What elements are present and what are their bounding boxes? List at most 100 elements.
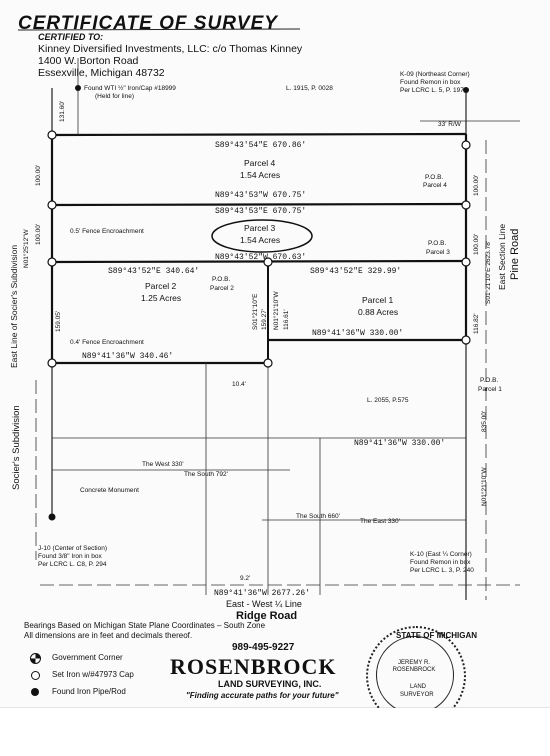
bearing-divider-2: N01°21'10"W	[273, 291, 280, 330]
found-iron-marker	[463, 87, 469, 93]
dimensions-note: All dimensions are in feet and decimals …	[24, 631, 193, 640]
bearing-divider: S01°21'10"E	[252, 293, 259, 330]
bearing-north: S89°43'54"E 670.86'	[215, 141, 307, 150]
company-name: ROSENBROCK	[170, 654, 337, 679]
east-line-socier-label: East Line of Socier's Subdivision	[9, 244, 19, 368]
set-iron-marker	[461, 140, 471, 150]
row-note: 33' R/W	[438, 121, 461, 128]
quarter-line-label: East - West ¼ Line	[226, 599, 302, 609]
set-iron-marker	[47, 200, 57, 210]
concrete-monument-marker	[48, 513, 56, 521]
dim-p3-east: 100.00'	[473, 233, 480, 255]
set-iron-marker	[461, 200, 471, 210]
ridge-road-label: Ridge Road	[236, 610, 298, 622]
parcel1-area: 0.88 Acres	[358, 307, 399, 317]
company-subtitle: LAND SURVEYING, INC.	[218, 679, 322, 689]
company-phone: 989-495-9227	[232, 642, 295, 653]
liber-1915: L. 1915, P. 0028	[286, 85, 333, 92]
north-line	[51, 132, 467, 137]
south660-note: The South 660'	[296, 513, 340, 520]
k10-label: K-10 (East ¼ Corner)	[410, 551, 472, 558]
pob-p3-parcel: Parcel 3	[426, 249, 450, 256]
seal-state: STATE OF MICHIGAN	[396, 631, 478, 640]
dim-131-60: 131.60'	[59, 100, 66, 122]
set-iron-icon	[31, 671, 40, 680]
dim-p2-west: 159.05'	[55, 310, 62, 332]
set-iron-marker	[461, 335, 471, 345]
south792-note: The South 792'	[184, 471, 228, 478]
pob-p4: P.O.B.	[425, 174, 444, 181]
k10-ref: Per LCRC L. 3, P. 240	[410, 567, 474, 574]
bearing-p4-south: N89°43'53"W 670.75'	[215, 191, 307, 200]
set-iron-marker	[47, 358, 57, 368]
dist-104: 10.4'	[232, 381, 246, 388]
fence-note-04: 0.4' Fence Encroachment	[70, 339, 144, 346]
set-iron-marker	[47, 257, 57, 267]
parcel3-name: Parcel 3	[244, 223, 276, 233]
dim-p3-west: 100.00'	[35, 223, 42, 245]
bearing-p3-north: S89°43'53"E 670.75'	[215, 207, 307, 216]
bearing-330: N89°41'36"W 330.00'	[354, 439, 446, 448]
pine-road-label: Pine Road	[509, 228, 521, 280]
found-iron-marker	[75, 85, 81, 91]
client-address: 1400 W. Borton Road	[38, 55, 139, 67]
pob-p2-parcel: Parcel 2	[210, 285, 234, 292]
parcel4-name: Parcel 4	[244, 158, 276, 168]
dim-p1-east: 116.82'	[473, 313, 480, 334]
set-iron-marker	[263, 358, 273, 368]
dim-p4-east: 100.00'	[473, 174, 480, 196]
title-underline	[17, 28, 301, 31]
pob-p1-parcel: Parcel 1	[478, 386, 502, 393]
parcel2-name: Parcel 2	[145, 281, 177, 291]
pob-p4-parcel: Parcel 4	[423, 182, 447, 189]
k09-remon: Found Remon in box	[400, 79, 461, 86]
set-iron-marker	[263, 257, 273, 267]
parcel3-south	[51, 259, 467, 264]
west330-note: The West 330'	[142, 461, 184, 468]
bearing-p1-south: N89°41'36"W 330.00'	[312, 329, 404, 338]
east-section-label: East Section Line	[497, 223, 507, 290]
east330-note: The East 330'	[360, 518, 400, 525]
bearings-basis-note: Bearings Based on Michigan State Plane C…	[24, 621, 266, 630]
bearing-p2-south: N89°41'36"W 340.46'	[82, 352, 174, 361]
seal-surveyor: SURVEYOR	[400, 692, 434, 698]
bearing-quarter: N89°41'36"W 2677.26'	[214, 589, 311, 598]
seal-land: LAND	[410, 684, 427, 690]
certificate-title: CERTIFICATE OF SURVEY	[18, 13, 278, 34]
held-for-line-note: (Held for line)	[95, 93, 135, 100]
government-corner-icon	[30, 653, 41, 664]
j10-ref: Per LCRC L. C8, P. 294	[38, 561, 107, 568]
dim-divider: 159.27'	[261, 308, 268, 330]
fence-note-05: 0.5' Fence Encroachment	[70, 228, 144, 235]
set-iron-marker	[461, 257, 471, 267]
legend-found-iron: Found Iron Pipe/Rod	[52, 687, 126, 696]
concrete-monument-note: Concrete Monument	[80, 487, 139, 494]
socier-subdivision-label: Socier's Subdivision	[11, 405, 22, 490]
dim-divider-2: 116.61'	[283, 309, 290, 330]
pob-p3: P.O.B.	[428, 240, 447, 247]
parcel2-area: 1.25 Acres	[141, 293, 182, 303]
k09-label: K-09 (Northeast Corner)	[400, 71, 470, 78]
company-slogan: "Finding accurate paths for your future"	[186, 691, 339, 700]
bearing-lower-east: N01°21'10"W	[481, 467, 488, 506]
k09-ref: Per LCRC L. 5, P. 197	[400, 87, 464, 94]
bearing-p3-south: N89°43'52"W 670.63'	[215, 253, 307, 262]
parcel4-south	[51, 202, 467, 207]
blank-margin	[0, 708, 550, 756]
bearing-p1-north: S89°43'52"E 329.99'	[310, 267, 402, 276]
pob-p2: P.O.B.	[212, 276, 231, 283]
j10-found: Found 3/8" Iron in box	[38, 553, 102, 560]
k10-found: Found Remon in box	[410, 559, 471, 566]
set-iron-marker	[47, 130, 57, 140]
parcel3-highlight	[211, 219, 313, 253]
parcel1-name: Parcel 1	[362, 295, 394, 305]
bearing-p2-north: S89°43'52"E 340.64'	[108, 267, 200, 276]
liber-2055: L. 2055, P.575	[367, 397, 409, 404]
found-iron-icon	[31, 688, 39, 696]
parcel3-area: 1.54 Acres	[240, 235, 281, 245]
seal-name: JEREMY R. ROSENBROCK	[392, 660, 436, 673]
client-city: Essexville, Michigan 48732	[38, 67, 165, 79]
found-wti-note: Found WTI ½" Iron/Cap #18999	[84, 85, 176, 92]
